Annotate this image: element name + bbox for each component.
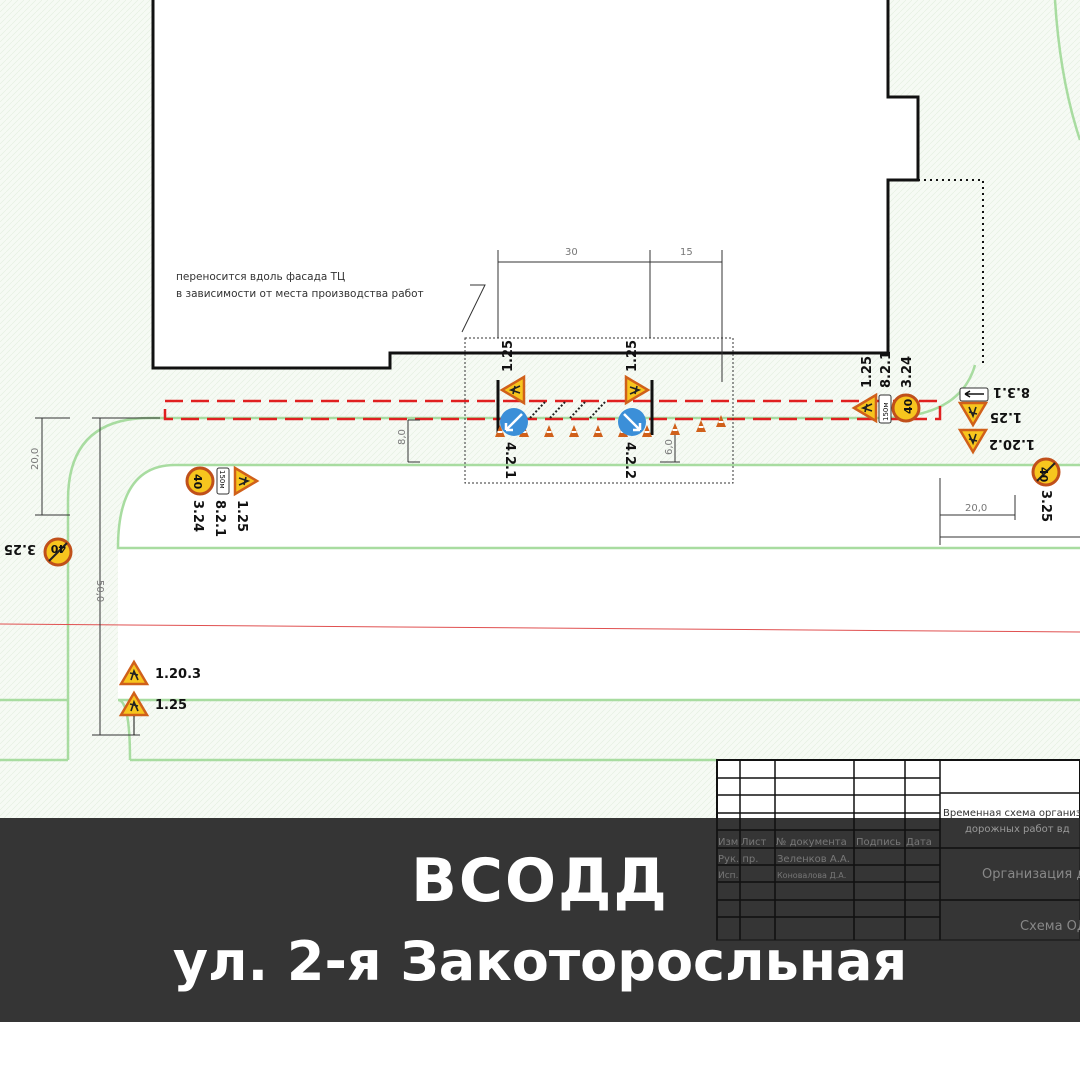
road-centerline <box>0 623 1080 633</box>
building-outline <box>151 0 920 370</box>
sign-label: 1.25 <box>501 340 516 372</box>
work-zone-outline <box>163 399 942 421</box>
roadway <box>118 548 1080 700</box>
distance-plate-text: 150м <box>218 470 226 489</box>
sign-label: 4.2.2 <box>622 442 637 479</box>
sign-label: 1.25 <box>234 500 249 532</box>
work-area-frame <box>464 337 734 484</box>
dim-8: 8,0 <box>397 429 408 445</box>
sign-label: 3.24 <box>190 500 205 532</box>
distance-plate-icon <box>878 394 892 424</box>
dim-20-left: 20,0 <box>30 448 41 470</box>
sign-label: 8.2.1 <box>879 351 894 388</box>
road-near-lane <box>118 465 1080 548</box>
speed-value: 40 <box>1037 467 1050 483</box>
dim-20-right: 20,0 <box>965 503 987 514</box>
sign-label: 1.20.3 <box>155 667 201 682</box>
sign-label: 1.25 <box>155 698 187 713</box>
building-footprint <box>153 0 918 368</box>
title-banner: ВСОДД ул. 2-я Закоторосльная <box>0 818 1080 1022</box>
sign-label: 4.2.1 <box>502 442 517 479</box>
sign-label: 8.3.1 <box>993 384 1030 399</box>
title-block-title: Временная схема организ <box>943 808 1080 819</box>
speed-value: 40 <box>50 542 66 555</box>
speed-value: 40 <box>902 398 915 414</box>
sign-label: 3.25 <box>1038 490 1053 522</box>
speed-value: 40 <box>191 474 204 490</box>
sign-label: 8.2.1 <box>212 500 227 537</box>
dimension-lines <box>35 250 1080 736</box>
note-line-1: переносится вдоль фасада ТЦ <box>176 271 345 283</box>
sign-label: 3.25 <box>4 541 36 556</box>
distance-plate-text: 150м <box>882 402 890 421</box>
dim-15: 15 <box>680 247 693 258</box>
dim-6: 6,0 <box>664 439 675 455</box>
banner-subtitle: ул. 2-я Закоторосльная <box>172 930 908 993</box>
sign-label: 1.20.2 <box>989 436 1035 451</box>
sign-label: 3.24 <box>900 356 915 388</box>
sign-label: 1.25 <box>860 356 875 388</box>
note-line-2: в зависимости от места производства рабо… <box>176 288 424 300</box>
sign-label: 1.25 <box>990 409 1022 424</box>
distance-plate-icon <box>216 467 230 495</box>
banner-title: ВСОДД <box>411 846 669 916</box>
sign-label: 1.25 <box>625 340 640 372</box>
dim-30: 30 <box>565 247 578 258</box>
dim-50: 50,0 <box>94 580 105 602</box>
